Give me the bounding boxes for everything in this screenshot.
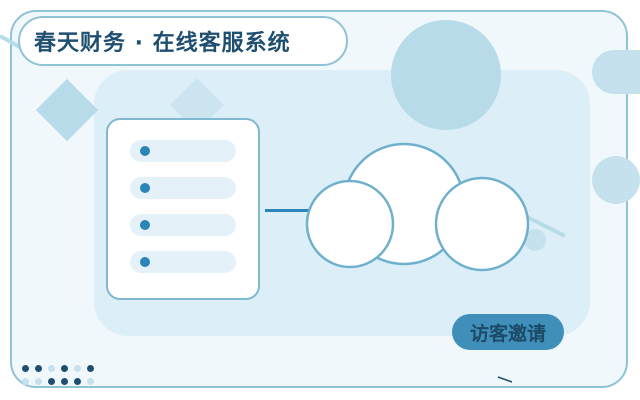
connector-line xyxy=(265,209,331,212)
decor-dot xyxy=(61,365,68,372)
decor-dot xyxy=(22,365,29,372)
decor-dot xyxy=(87,365,94,372)
decor-circle-top xyxy=(391,20,501,130)
title-banner: 春天财务 · 在线客服系统 xyxy=(18,16,348,66)
list-item xyxy=(130,214,236,236)
visitor-invite-button[interactable]: 访客邀请 xyxy=(452,314,564,350)
decor-dot xyxy=(35,365,42,372)
decor-dot xyxy=(48,378,55,385)
decor-dot xyxy=(87,378,94,385)
page-title: 春天财务 · 在线客服系统 xyxy=(34,31,291,56)
decor-dot xyxy=(35,378,42,385)
decor-circle-right xyxy=(592,156,640,204)
list-item xyxy=(130,251,236,273)
decor-pill-right xyxy=(592,50,640,94)
decor-dot xyxy=(74,365,81,372)
decor-dot xyxy=(74,378,81,385)
bullet-dot-icon xyxy=(140,220,150,230)
cloud-icon xyxy=(305,142,530,272)
bullet-dot-icon xyxy=(140,257,150,267)
decor-dot xyxy=(61,378,68,385)
bullet-dot-icon xyxy=(140,183,150,193)
list-item xyxy=(130,177,236,199)
bullet-dot-icon xyxy=(140,146,150,156)
decor-dash xyxy=(497,376,513,383)
decor-dot xyxy=(48,365,55,372)
decor-dot xyxy=(22,378,29,385)
list-item xyxy=(130,140,236,162)
list-card-icon xyxy=(106,118,260,300)
